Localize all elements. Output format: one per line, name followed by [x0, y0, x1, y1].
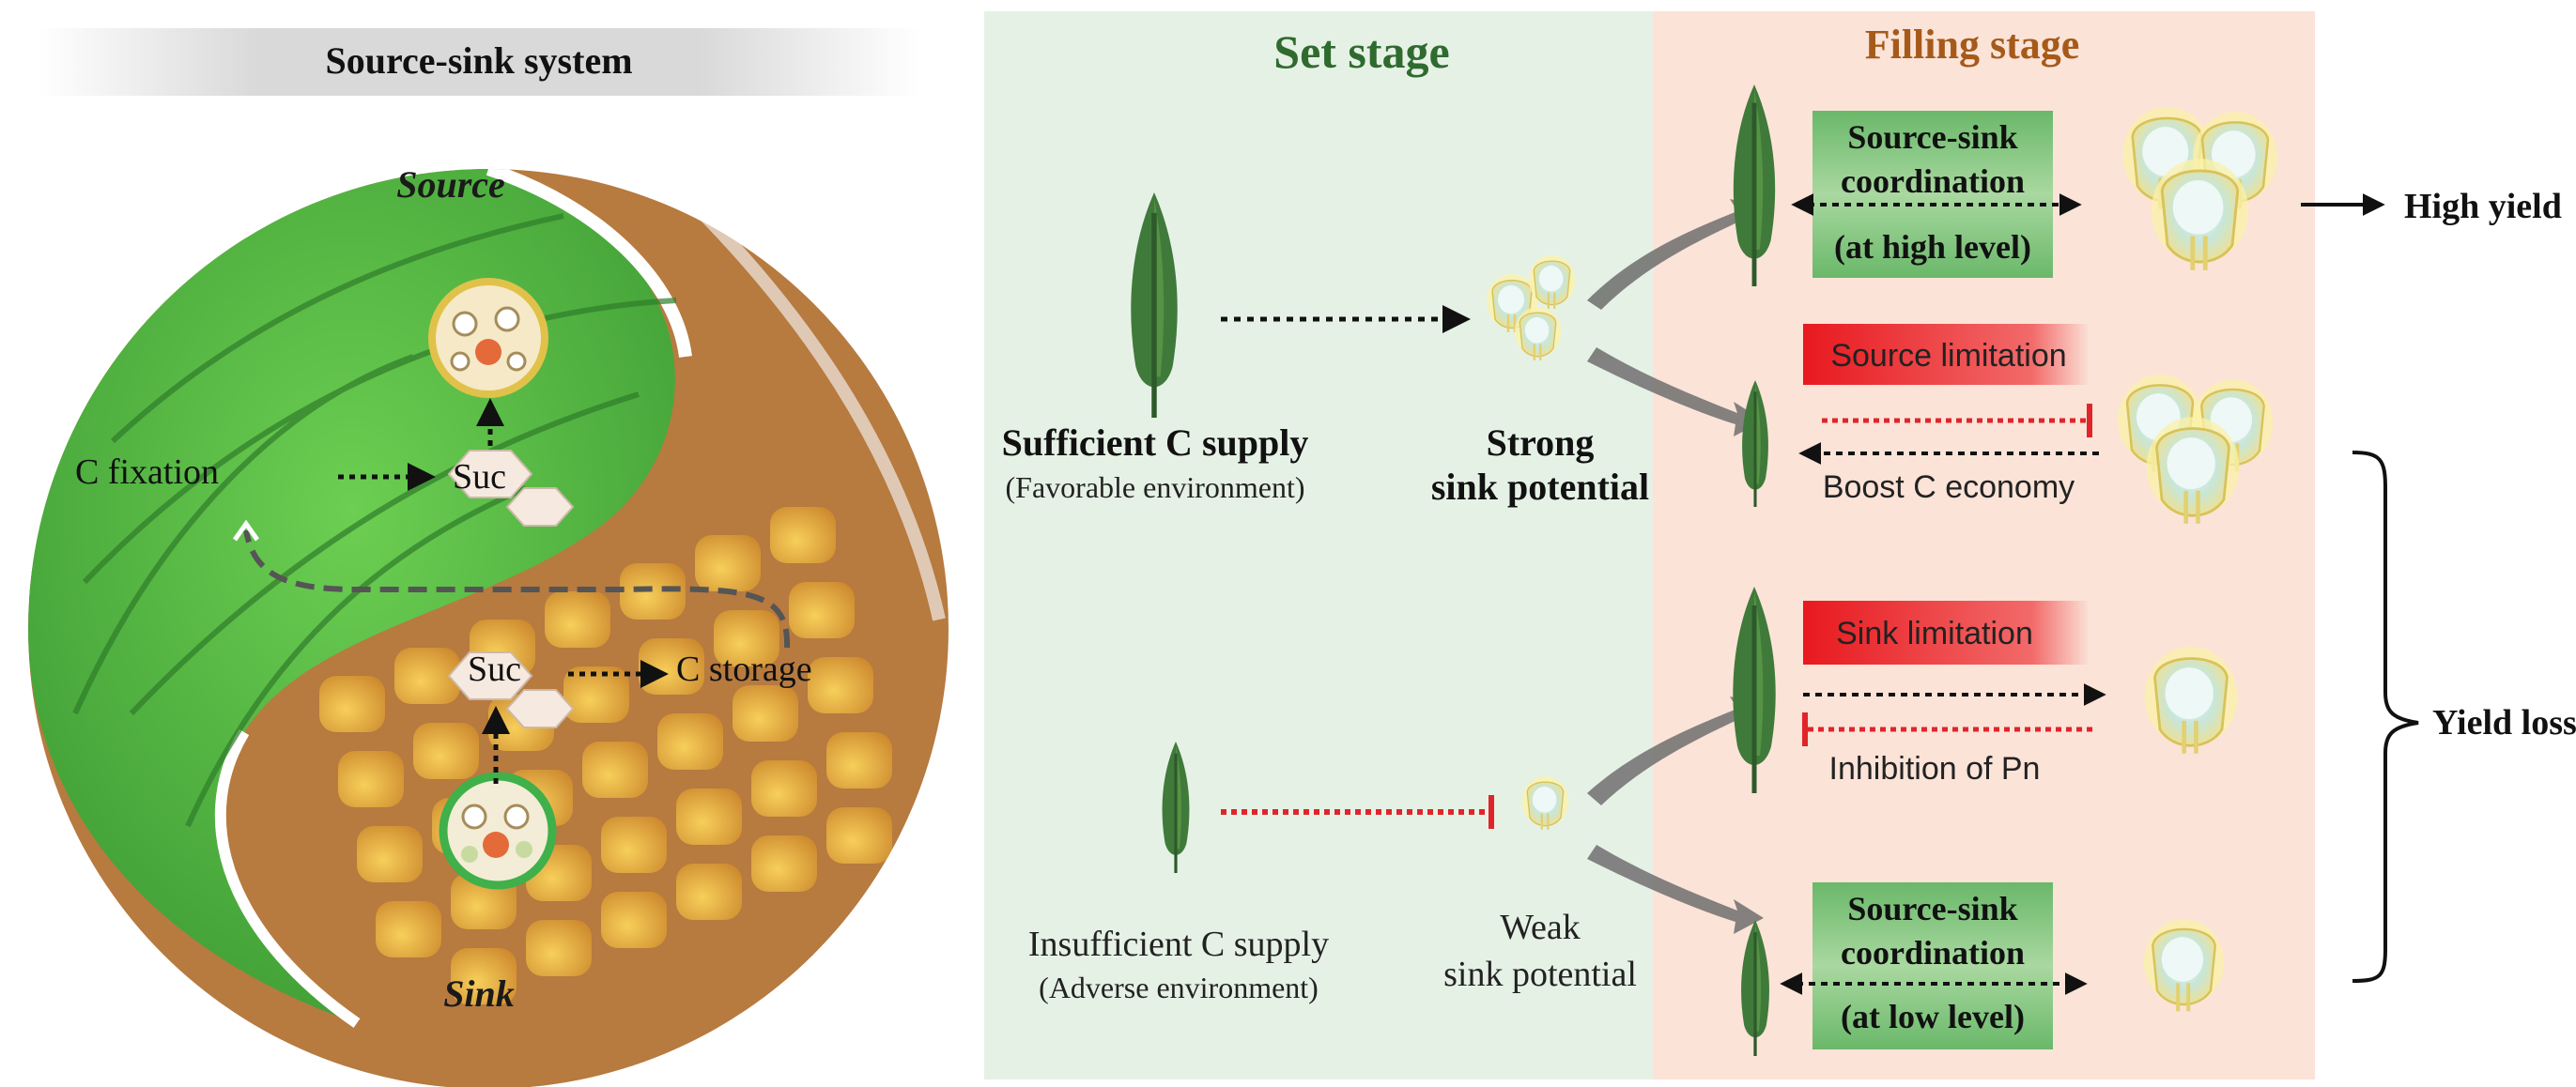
source-limitation-box [1803, 324, 2090, 385]
suc-top-label: Suc [453, 457, 506, 497]
strong-sink-label-2: sink potential [1431, 466, 1649, 508]
sufficient-env-label: (Favorable environment) [1006, 470, 1305, 504]
corn-kernels [319, 507, 892, 1004]
sink-limitation-label: Sink limitation [1836, 616, 2033, 651]
suc-hexagon-top [447, 450, 575, 527]
sink-label: Sink [443, 972, 515, 1015]
left-title: Source-sink system [325, 39, 632, 82]
sufficient-supply-label: Sufficient C supply [1002, 421, 1309, 464]
high-yield-label: High yield [2404, 187, 2562, 226]
coord-high-line-2: coordination [1841, 162, 2025, 200]
strong-sink-label-1: Strong [1487, 421, 1595, 464]
sink-limitation-box [1803, 601, 2090, 665]
sink-cell-icon [439, 772, 557, 890]
coord-low-line-3: (at low level) [1841, 998, 2025, 1035]
coord-high-line-3: (at high level) [1834, 228, 2031, 266]
yield-loss-brace [2352, 451, 2419, 983]
coord-high-line-1: Source-sink [1847, 118, 2017, 156]
weak-sink-label-1: Weak [1500, 908, 1581, 947]
suc-bottom-label: Suc [468, 650, 521, 689]
source-limitation-label: Source limitation [1830, 338, 2066, 374]
weak-sink-label-2: sink potential [1443, 955, 1637, 994]
boost-c-economy-label: Boost C economy [1823, 469, 2075, 505]
c-storage-label: C storage [676, 650, 812, 689]
left-title-bar [38, 28, 920, 96]
set-stage-title: Set stage [1273, 25, 1449, 78]
yield-loss-label: Yield loss [2432, 703, 2576, 743]
source-label: Source [396, 163, 505, 206]
coord-low-box [1812, 882, 2053, 1049]
filling-stage-title: Filling stage [1865, 22, 2080, 68]
insufficient-env-label: (Adverse environment) [1039, 971, 1319, 1004]
set-stage-panel [984, 11, 1653, 1079]
brush-arrows [1587, 199, 1764, 934]
coord-low-line-1: Source-sink [1847, 890, 2017, 927]
source-cell-icon [428, 278, 548, 398]
coord-low-line-2: coordination [1841, 934, 2025, 972]
c-fixation-label: C fixation [75, 452, 219, 492]
insufficient-supply-label: Insufficient C supply [1028, 925, 1329, 964]
inhibition-pn-label: Inhibition of Pn [1829, 751, 2041, 787]
arrow-storage-feedback [243, 529, 791, 649]
suc-hexagon-bottom [447, 651, 575, 728]
